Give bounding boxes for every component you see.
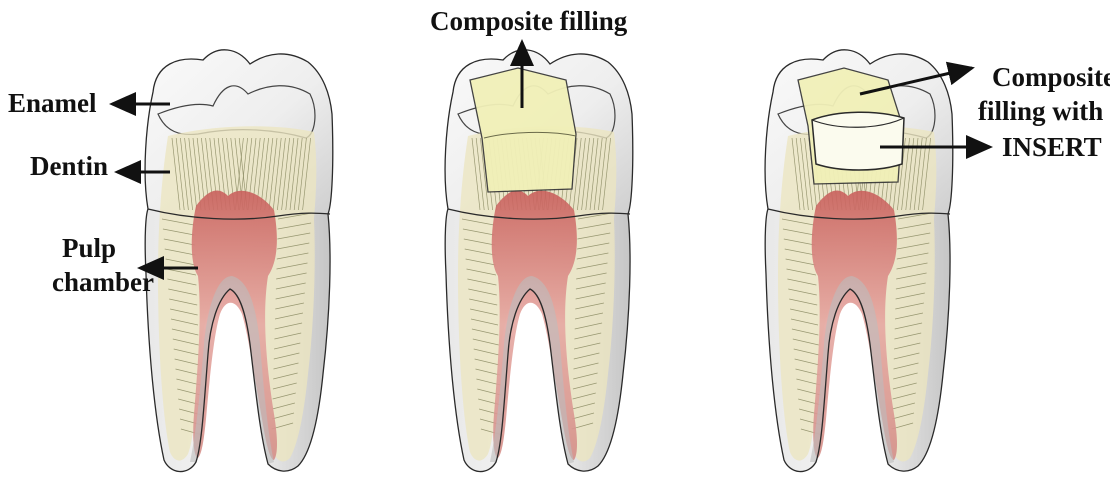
label-enamel: Enamel	[8, 88, 97, 118]
tooth-composite-insert	[765, 50, 953, 472]
label-composite-insert-line1: Composite	[992, 62, 1110, 92]
label-pulp-line1: Pulp	[62, 233, 116, 263]
label-composite-insert-line3: INSERT	[1002, 132, 1102, 162]
insert-block	[812, 112, 904, 170]
label-composite-filling: Composite filling	[430, 6, 628, 36]
label-dentin: Dentin	[30, 151, 108, 181]
label-pulp-line2: chamber	[52, 267, 154, 297]
tooth-composite-filling	[445, 50, 633, 472]
tooth-anatomy	[145, 50, 333, 472]
label-composite-insert-line2: filling with	[978, 96, 1103, 126]
